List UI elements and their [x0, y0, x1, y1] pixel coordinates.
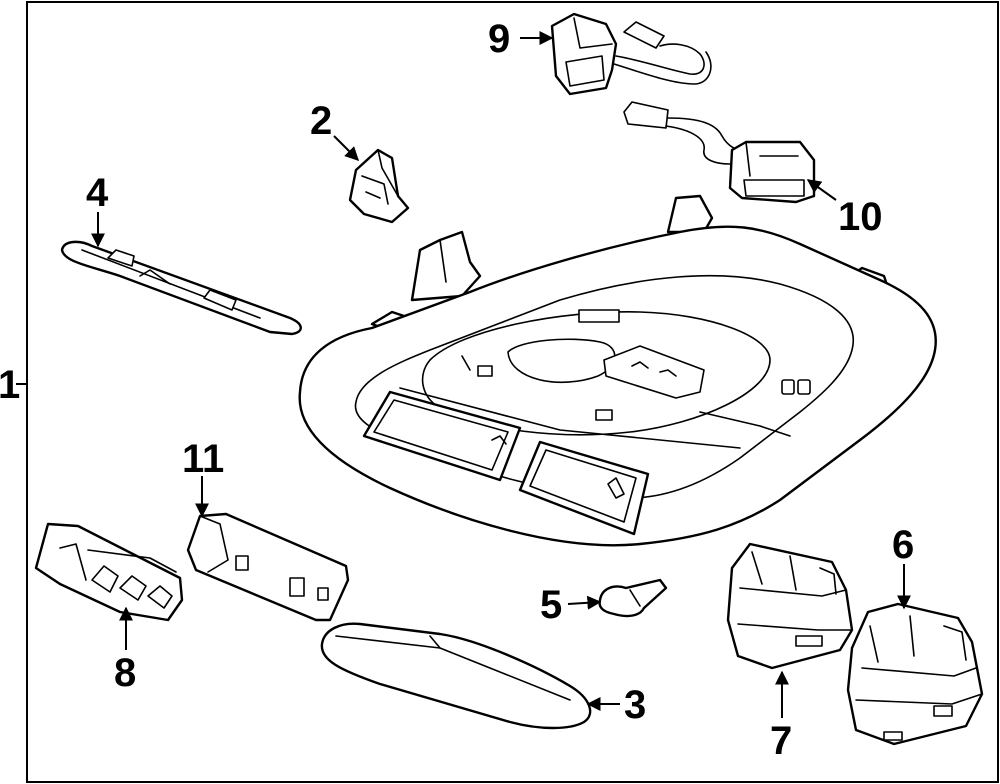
callout-10: 10: [838, 195, 883, 239]
switch-module-8: [34, 522, 184, 622]
callout-2: 2: [310, 99, 332, 143]
diagram-frame: [26, 1, 999, 783]
bulb: [598, 578, 668, 618]
callout-8: 8: [114, 651, 136, 695]
retainer-clip: [348, 148, 410, 224]
leader-lines: [16, 31, 911, 718]
callout-11: 11: [182, 437, 224, 481]
overhead-console-housing: [298, 194, 937, 547]
callout-4: 4: [86, 171, 109, 215]
switch-housing-7: [726, 542, 854, 670]
callout-1: 1: [0, 363, 20, 407]
switch-module-11: [186, 512, 350, 622]
callout-5: 5: [540, 583, 562, 627]
switch-housing-6: [846, 602, 984, 746]
callout-7: 7: [770, 719, 792, 763]
callout-9: 9: [488, 17, 510, 61]
callout-6: 6: [892, 523, 914, 567]
lamp-lens: [320, 622, 592, 730]
wiring-harness-upper: [550, 12, 712, 96]
wiring-harness-lower: [623, 101, 816, 204]
callout-labels: 1 2 3 4 5 6 7 8 9 10 11: [0, 17, 914, 763]
callout-3: 3: [624, 683, 646, 727]
trim-strip: [60, 240, 302, 336]
